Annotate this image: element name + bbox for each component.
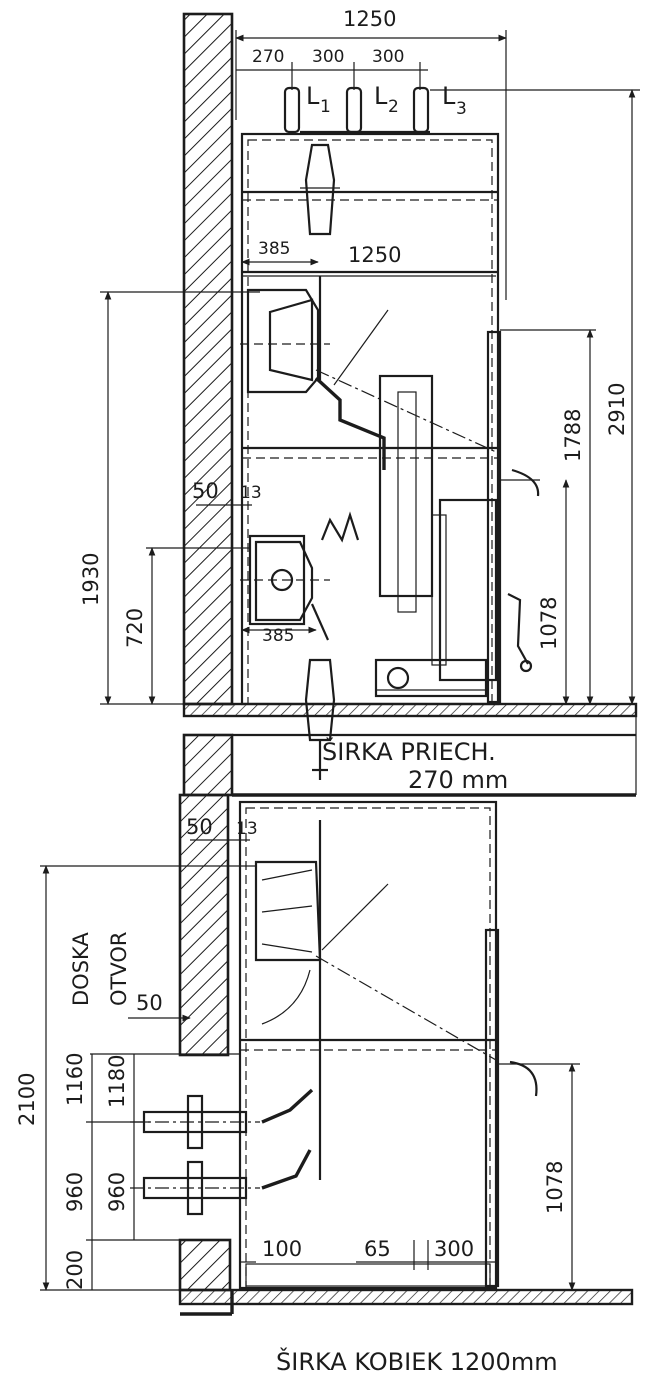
dim-300-a: 300	[312, 47, 344, 67]
floor-slab-lower	[178, 1288, 634, 1316]
dim-13-upper: 13	[240, 483, 262, 503]
switchgear-unit	[374, 374, 540, 698]
dim-385-top: 385	[258, 239, 290, 259]
transformer-lower-left	[240, 511, 360, 641]
dim-1078-upper: 1078	[537, 597, 561, 650]
transformer-upper	[240, 276, 330, 394]
dim-1160: 1160	[63, 1053, 87, 1106]
lower-cabin-frame	[238, 800, 500, 1290]
lamp-l1-label: L	[306, 82, 320, 110]
dim-1788: 1788	[561, 409, 585, 462]
passage-width-label: ŠIRKA PRIECH.	[322, 736, 496, 766]
lamp-l3: L 3	[412, 82, 467, 134]
dim-200: 200	[63, 1250, 87, 1290]
lamp-l2: L 2	[345, 82, 399, 134]
lamp-l3-label: L	[442, 82, 456, 110]
upper-cabin-frame	[240, 132, 502, 706]
dim-1250-mid: 1250	[348, 243, 401, 267]
dim-65: 65	[364, 1237, 391, 1261]
lamp-l1-sub: 1	[320, 97, 331, 117]
dim-270: 270	[252, 47, 284, 67]
dimension-lines	[40, 30, 640, 1291]
insulator-top	[300, 143, 340, 236]
dim-300-b: 300	[372, 47, 404, 67]
dim-720: 720	[123, 608, 147, 648]
lamp-l2-label: L	[374, 82, 388, 110]
busbar-upper	[314, 309, 497, 470]
lamp-l3-sub: 3	[456, 99, 467, 119]
dim-50-lower: 50	[186, 815, 213, 839]
dim-otvor-50: 50	[136, 991, 163, 1015]
label-doska: DOSKA	[69, 932, 93, 1006]
dim-2100: 2100	[15, 1073, 39, 1126]
wall	[178, 12, 234, 1292]
dim-960-b: 960	[105, 1172, 129, 1212]
lamp-l2-sub: 2	[388, 97, 399, 117]
floor-slab-upper	[182, 702, 638, 797]
label-otvor: OTVOR	[107, 932, 131, 1006]
insulator-mid	[304, 658, 336, 780]
dimension-labels: 1250 270 300 300 385 1250 1930 720 1788 …	[15, 7, 629, 1376]
dim-13-lower: 13	[236, 819, 258, 839]
transformer-bottom	[254, 820, 538, 1190]
dim-1930: 1930	[79, 553, 103, 606]
dim-top-1250: 1250	[343, 7, 396, 31]
dim-1180: 1180	[105, 1055, 129, 1108]
dim-50-upper: 50	[192, 479, 219, 503]
dim-1078-lower: 1078	[543, 1161, 567, 1214]
dim-300-bottom: 300	[434, 1237, 474, 1261]
cabin-width-caption: ŠIRKA KOBIEK 1200mm	[276, 1346, 558, 1376]
dim-385-lower: 385	[262, 626, 294, 646]
dim-2910: 2910	[605, 383, 629, 436]
dim-960-a: 960	[63, 1172, 87, 1212]
dim-100: 100	[262, 1237, 302, 1261]
passage-width-value: 270 mm	[408, 766, 508, 794]
